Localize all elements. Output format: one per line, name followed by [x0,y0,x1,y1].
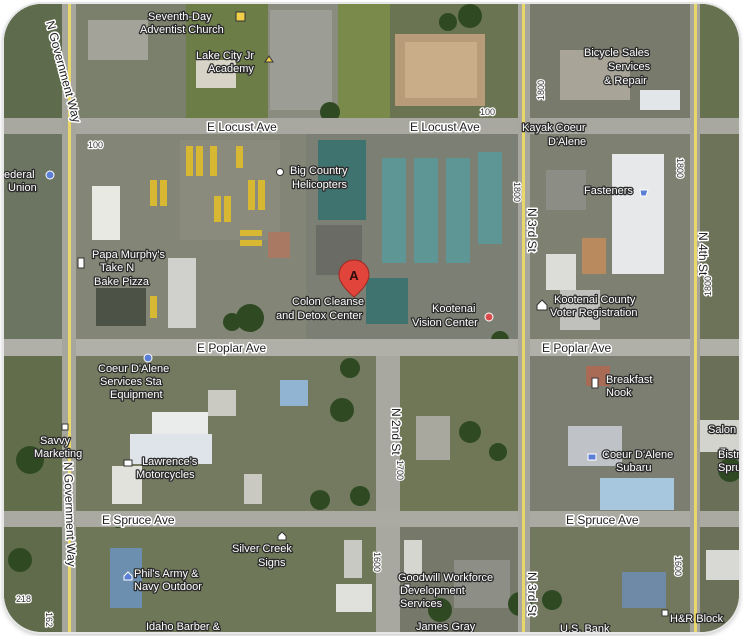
street-label-e-locust-ave: E Locust Ave [410,120,480,134]
church-icon[interactable] [235,11,246,22]
place-label[interactable]: Idaho Barber & [145,620,222,632]
place-label[interactable]: Motorcycles [135,468,197,483]
restaurant-icon[interactable] [591,377,599,389]
government-icon[interactable] [536,299,548,311]
marker-letter: A [349,268,359,283]
poi-icons [45,11,727,617]
street-label-e-spruce-ave: E Spruce Ave [566,513,639,527]
street-label-n-2nd-st: N 2nd St [389,408,403,455]
location-marker-a[interactable]: A [338,259,370,298]
poi-square-icon[interactable] [661,609,669,617]
place-label[interactable]: Services Sta [99,375,164,390]
place-label[interactable]: Salon [707,423,738,438]
place-label[interactable]: Colon Cleanse [291,295,366,310]
place-label[interactable]: Coeur D'Alene [601,448,675,463]
place-labels: Seventh-Day Adventist Church Lake City J… [4,10,739,632]
place-label[interactable]: James Gray [415,620,477,632]
place-label[interactable]: Services [399,597,444,612]
place-label[interactable]: Goodwill Workforce [397,571,495,586]
place-label[interactable]: H&R Block [669,612,725,627]
poi-square-icon[interactable] [403,583,411,591]
store-icon[interactable] [277,531,287,541]
place-label[interactable]: ederal [4,168,36,183]
satellite-map[interactable]: 100 100 1800 1800 1800 1800 1700 1600 16… [4,4,739,632]
place-label[interactable]: Nook [605,386,634,401]
place-label[interactable]: Lawrence's [141,455,199,470]
place-label[interactable]: Coeur D'Alene [97,362,171,377]
restaurant-icon[interactable] [77,257,85,269]
place-label[interactable]: Marketing [33,447,84,462]
motorcycle-icon[interactable] [123,459,133,467]
place-label[interactable]: Bicycle Sales [583,46,652,61]
buildings [88,10,739,612]
road-number: 1800 [703,276,713,296]
place-label[interactable]: Helicopters [291,178,349,193]
place-label[interactable]: Voter Registration [549,306,639,321]
street-label-n-3rd-st: N 3rd St [525,572,539,617]
place-label[interactable]: Bake Pizza [93,275,152,290]
place-label[interactable]: Academy [207,62,256,77]
place-label[interactable]: Breakfast [605,373,654,388]
restaurant-icon[interactable] [719,447,727,457]
street-label-n-government-way: N Government Way [61,462,79,567]
place-label[interactable]: Equipment [109,388,164,403]
poi-icon[interactable] [143,353,153,363]
place-label[interactable]: Subaru [615,461,653,476]
street-label-e-poplar-ave: E Poplar Ave [542,341,611,355]
place-label[interactable]: Big Country [289,164,350,179]
map-viewport[interactable]: 100 100 1800 1800 1800 1800 1700 1600 16… [4,4,739,632]
school-icon[interactable] [264,55,274,63]
place-label[interactable]: Lake City Jr [195,49,256,64]
road-number: 100 [480,107,495,117]
street-label-e-poplar-ave: E Poplar Ave [197,341,266,355]
map-pin-icon[interactable] [338,259,370,298]
place-label[interactable]: Bistr [717,448,739,463]
eye-doctor-icon[interactable] [484,312,494,322]
place-label[interactable]: U.S. Bank [559,622,612,632]
road-number: 1800 [512,182,522,202]
place-label[interactable]: Union [7,181,38,196]
place-label[interactable]: & Repair [603,74,649,89]
place-label[interactable]: Spru [717,461,739,476]
road-number: 1700 [395,460,405,480]
road-number: 1800 [536,80,546,100]
place-label[interactable]: Fasteners [583,184,635,199]
street-label-n-4th-st: N 4th St [696,232,710,276]
bank-icon[interactable] [45,170,55,180]
poi-square-icon[interactable] [61,423,69,431]
place-label[interactable]: Phil's Army & [133,567,201,582]
place-label[interactable]: Kootenai County [553,293,637,308]
car-dealer-icon[interactable] [587,453,597,461]
place-label[interactable]: and Detox Center [275,309,364,324]
place-label[interactable]: Papa Murphy's [91,248,167,263]
road-number: 162 [44,612,54,627]
place-label[interactable]: Savvy [39,434,72,449]
place-label[interactable]: Kayak Coeur [521,121,588,136]
poi-dot-icon[interactable] [276,168,284,176]
place-label[interactable]: Adventist Church [139,23,225,38]
place-label[interactable]: Vision Center [411,316,480,331]
road-number: 1800 [675,158,685,178]
place-label[interactable]: Services [607,60,652,75]
poi-square-icon[interactable] [350,311,358,319]
place-label[interactable]: Development [399,584,466,599]
place-label[interactable]: Signs [257,556,288,571]
street-label-n-3rd-st: N 3rd St [525,208,539,253]
street-label-e-spruce-ave: E Spruce Ave [102,513,175,527]
road-number: 218 [16,594,31,604]
road-number: 100 [88,140,103,150]
place-label[interactable]: Seventh-Day [147,10,214,25]
place-label[interactable]: D'Alene [547,135,588,150]
shopping-cart-icon[interactable] [639,189,649,197]
road-network [4,4,739,632]
street-label-e-locust-ave: E Locust Ave [207,120,277,134]
road-number: 1600 [372,552,382,572]
place-label[interactable]: Navy Outdoor [133,580,204,595]
shopping-bag-icon[interactable] [123,571,133,581]
place-label[interactable]: Kootenai [431,302,477,317]
road-number: 1600 [673,556,683,576]
place-label[interactable]: Take N [99,261,136,276]
place-label[interactable]: Silver Creek [231,542,294,557]
